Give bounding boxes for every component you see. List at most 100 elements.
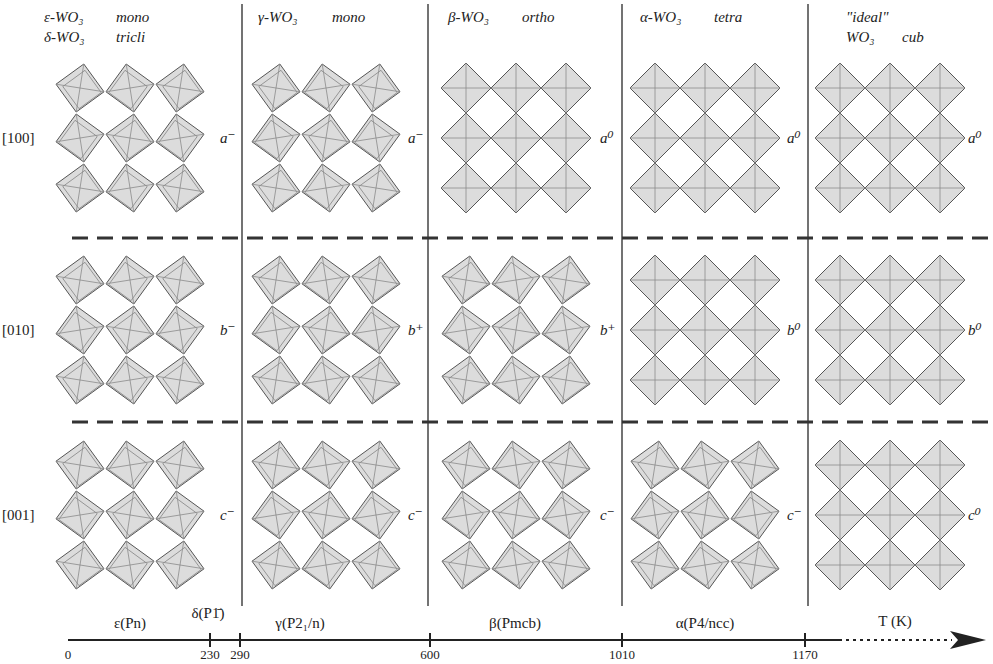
octahedron-edge bbox=[302, 280, 326, 284]
octahedron-edge bbox=[566, 511, 590, 515]
octahedron bbox=[442, 541, 490, 589]
octahedron bbox=[106, 441, 154, 489]
octahedron-edge bbox=[651, 491, 655, 515]
temperature-tick: 290 bbox=[230, 648, 250, 662]
octahedron-edge bbox=[516, 465, 520, 489]
octahedron-edge bbox=[56, 561, 80, 565]
octahedron-edge bbox=[940, 280, 965, 281]
octahedron-edge bbox=[655, 88, 656, 113]
octahedron bbox=[815, 63, 865, 113]
octahedron bbox=[106, 306, 154, 354]
octahedron-edge bbox=[730, 380, 755, 381]
octahedron-edge bbox=[76, 280, 80, 304]
octahedron-edge bbox=[126, 541, 130, 565]
octahedron-edge bbox=[840, 188, 865, 189]
octahedron-edge bbox=[466, 565, 490, 569]
octahedron-edge bbox=[76, 465, 80, 489]
octahedron-edge bbox=[252, 561, 276, 565]
octahedron-edge bbox=[492, 280, 516, 284]
octahedron-edge bbox=[890, 380, 915, 381]
octahedron-edge bbox=[890, 330, 915, 331]
octahedron bbox=[681, 441, 729, 489]
octahedron-edge bbox=[276, 138, 280, 162]
octahedron bbox=[731, 441, 779, 489]
octahedron-edge bbox=[542, 561, 566, 565]
octahedron-edge bbox=[940, 465, 941, 490]
octahedron-edge bbox=[840, 515, 841, 540]
octahedron-edge bbox=[180, 541, 184, 565]
octahedron-edge bbox=[126, 356, 130, 380]
phase-label: γ-WO₃ bbox=[258, 8, 297, 26]
octahedron-edge bbox=[492, 565, 516, 569]
octahedron bbox=[815, 163, 865, 213]
octahedron-edge bbox=[276, 280, 300, 284]
temperature-axis bbox=[68, 631, 986, 649]
octahedron bbox=[491, 113, 541, 163]
octahedron bbox=[631, 541, 679, 589]
octahedron-edge bbox=[130, 461, 154, 465]
octahedron-edge bbox=[512, 256, 516, 280]
octahedron-edge bbox=[106, 134, 130, 138]
octahedron bbox=[252, 64, 300, 112]
octahedron-edge bbox=[840, 280, 841, 305]
octahedron-edge bbox=[680, 88, 705, 89]
octahedron bbox=[630, 113, 680, 163]
octahedron-edge bbox=[80, 441, 84, 465]
octahedron-edge bbox=[352, 330, 376, 334]
octahedron-edge bbox=[566, 380, 590, 384]
octahedron-edge bbox=[276, 330, 280, 354]
octahedron bbox=[630, 305, 680, 355]
row-dividers bbox=[72, 238, 990, 422]
octahedron-edge bbox=[80, 380, 104, 384]
phase-label: δ-WO₃ bbox=[44, 28, 85, 46]
octahedron-edge bbox=[130, 376, 154, 380]
octahedron-edge bbox=[562, 380, 566, 404]
octahedron-edge bbox=[516, 138, 517, 163]
octahedron-edge bbox=[516, 565, 520, 589]
octahedron-edge bbox=[655, 541, 659, 565]
octahedron-edge bbox=[566, 256, 570, 280]
octahedron-edge bbox=[276, 256, 280, 280]
octahedron-edge bbox=[326, 515, 350, 519]
phase-label: α-WO₃ bbox=[640, 8, 681, 26]
octahedron bbox=[865, 63, 915, 113]
octahedron-edge bbox=[276, 565, 300, 569]
octahedron-edge bbox=[840, 280, 865, 281]
octahedra-panel bbox=[630, 255, 780, 405]
octahedron-edge bbox=[80, 465, 104, 469]
octahedron-edge bbox=[326, 465, 330, 489]
octahedron-edge bbox=[252, 461, 276, 465]
octahedron-edge bbox=[326, 561, 350, 565]
octahedron-edge bbox=[376, 256, 380, 280]
tilt-label: c⁻ bbox=[408, 506, 423, 524]
octahedron-edge bbox=[352, 138, 376, 142]
octahedron-edge bbox=[516, 561, 540, 565]
octahedron-edge bbox=[865, 380, 890, 381]
octahedron-edge bbox=[566, 441, 570, 465]
octahedron-edge bbox=[865, 138, 890, 139]
octahedron bbox=[106, 356, 154, 404]
octahedron-edge bbox=[176, 188, 180, 212]
octahedron-edge bbox=[566, 541, 570, 565]
octahedron-edge bbox=[655, 330, 680, 331]
phase-label: ε-WO₃ bbox=[44, 8, 83, 26]
octahedron bbox=[915, 490, 965, 540]
octahedron-edge bbox=[180, 164, 184, 188]
separator-line bbox=[807, 4, 809, 606]
octahedron-edge bbox=[680, 188, 705, 189]
octahedron-edge bbox=[466, 188, 467, 213]
octahedron-edge bbox=[252, 184, 276, 188]
octahedron-edge bbox=[840, 88, 841, 113]
octahedron-edge bbox=[630, 380, 655, 381]
octahedron-edge bbox=[731, 515, 755, 519]
octahedron bbox=[915, 305, 965, 355]
dashed-divider bbox=[72, 237, 990, 240]
octahedron-edge bbox=[516, 276, 540, 280]
octahedron-edge bbox=[130, 184, 154, 188]
octahedron-edge bbox=[372, 565, 376, 589]
octahedron-edge bbox=[56, 515, 80, 519]
octahedron-edge bbox=[326, 114, 330, 138]
octahedron-edge bbox=[815, 565, 840, 566]
octahedron-edge bbox=[326, 188, 330, 212]
octahedron-edge bbox=[376, 441, 380, 465]
